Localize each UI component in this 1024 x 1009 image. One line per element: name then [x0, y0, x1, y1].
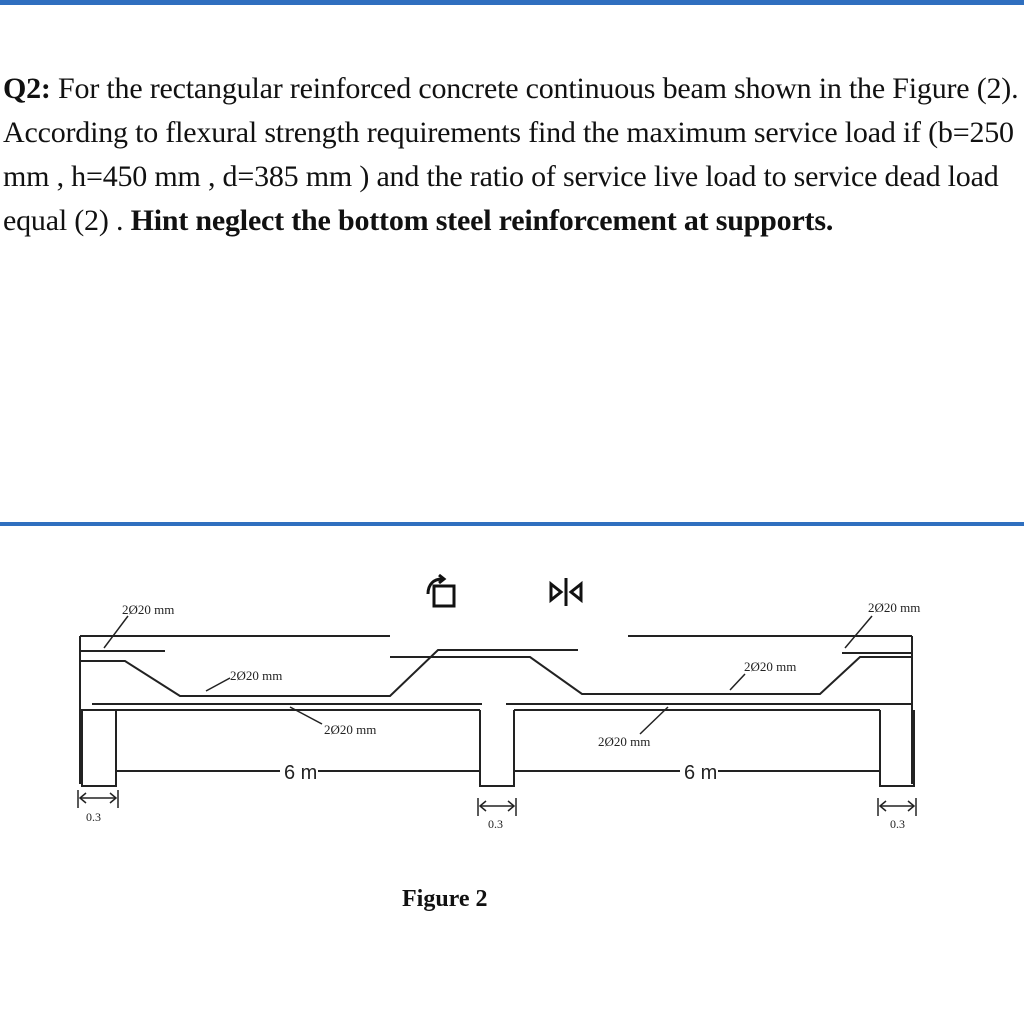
support-dim-right: [877, 798, 917, 816]
bent-bar-left: [80, 649, 578, 697]
support-dim-left: [77, 790, 119, 808]
beam-figure: 2Ø20 mm 2Ø20 mm 2Ø20 mm 2Ø20 mm 2Ø20 mm …: [77, 600, 920, 831]
support-width-left: 0.3: [86, 810, 101, 824]
leader-bottom-left: [289, 706, 323, 725]
flip-horizontal-icon[interactable]: [546, 572, 586, 612]
support-column-middle: [479, 710, 515, 787]
support-width-middle: 0.3: [488, 817, 503, 831]
question-body: For the rectangular reinforced concrete …: [3, 72, 1019, 237]
leader-top-left: [103, 615, 129, 649]
leader-bottom-right: [639, 706, 669, 735]
support-width-right: 0.3: [890, 817, 905, 831]
crop-divider[interactable]: [0, 522, 1024, 526]
question-hint: Hint neglect the bottom steel reinforcem…: [130, 204, 834, 237]
question-label: Q2:: [3, 72, 51, 105]
rebar-label-top-left: 2Ø20 mm: [122, 602, 174, 617]
span-label-right: 6 m: [684, 762, 717, 784]
rebar-label-bottom-left: 2Ø20 mm: [324, 722, 376, 737]
rebar-label-bent-left: 2Ø20 mm: [230, 668, 282, 683]
rebar-label-bent-right: 2Ø20 mm: [744, 659, 796, 674]
rebar-label-bottom-right: 2Ø20 mm: [598, 734, 650, 749]
rotate-crop-icon[interactable]: [420, 572, 460, 612]
support-dim-middle: [477, 798, 517, 816]
bent-bar-right: [440, 656, 912, 695]
question-text: Q2: For the rectangular reinforced concr…: [3, 67, 1021, 243]
support-column-right: [879, 710, 915, 787]
support-column-left: [81, 710, 117, 787]
span-label-left: 6 m: [284, 762, 317, 784]
figure-caption: Figure 2: [402, 886, 488, 912]
leader-bent-left: [205, 677, 231, 692]
leader-bent-right: [729, 673, 746, 691]
leader-top-right: [844, 615, 873, 649]
rebar-label-top-right: 2Ø20 mm: [868, 600, 920, 615]
top-divider: [0, 0, 1024, 5]
